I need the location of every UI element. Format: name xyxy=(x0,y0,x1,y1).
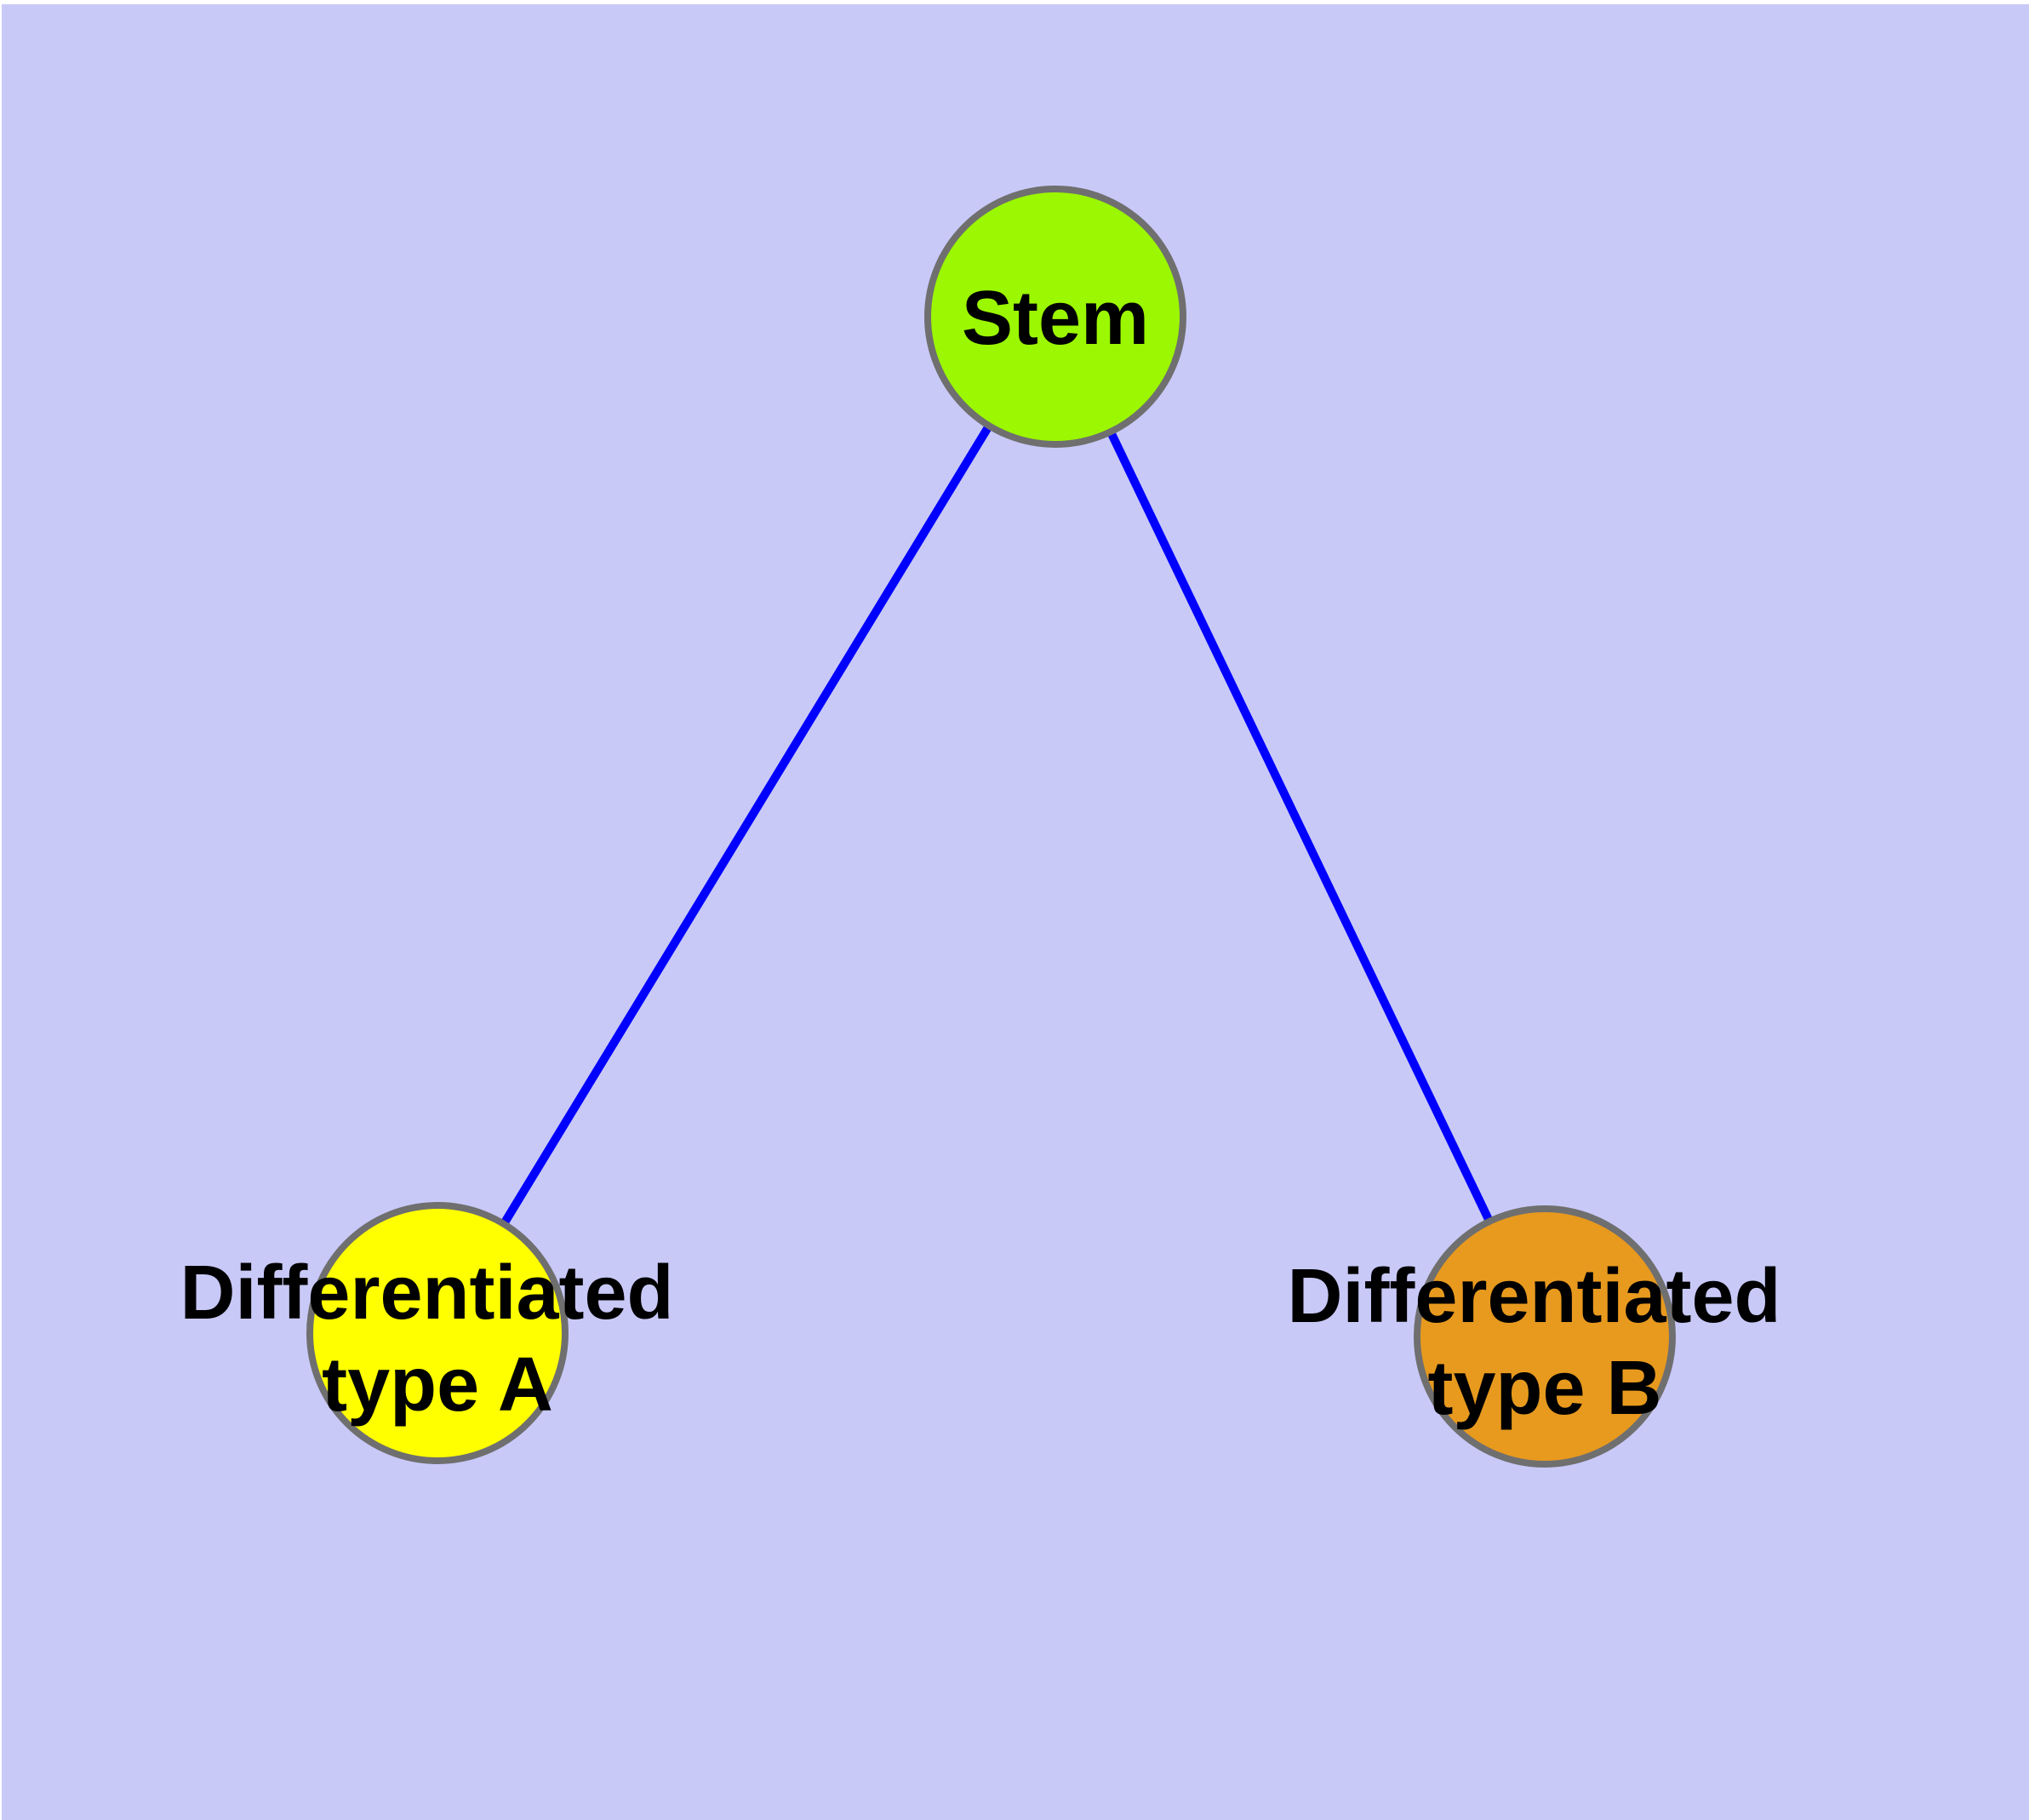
type-a-label-line2: type A xyxy=(322,1342,553,1428)
type-a-node-circle xyxy=(306,1202,569,1464)
edge-stem-to-type-a xyxy=(433,314,1060,1336)
type-b-label-line1: Differentiated xyxy=(1287,1254,1780,1339)
type-a-node-label: Differentiated type A xyxy=(180,1251,694,1428)
edge-stem-to-type-b xyxy=(1051,314,1549,1339)
type-b-label-line2: type B xyxy=(1427,1346,1661,1431)
node-type-b: Differentiated type B xyxy=(1287,1205,1802,1468)
node-stem: Stem xyxy=(924,186,1186,448)
type-b-node-circle xyxy=(1414,1205,1676,1468)
stem-node-circle xyxy=(924,186,1186,448)
type-a-label-line1: Differentiated xyxy=(180,1251,673,1336)
node-type-a: Differentiated type A xyxy=(180,1202,694,1464)
stem-node-label: Stem xyxy=(962,276,1149,361)
type-b-node-label: Differentiated type B xyxy=(1287,1254,1802,1431)
